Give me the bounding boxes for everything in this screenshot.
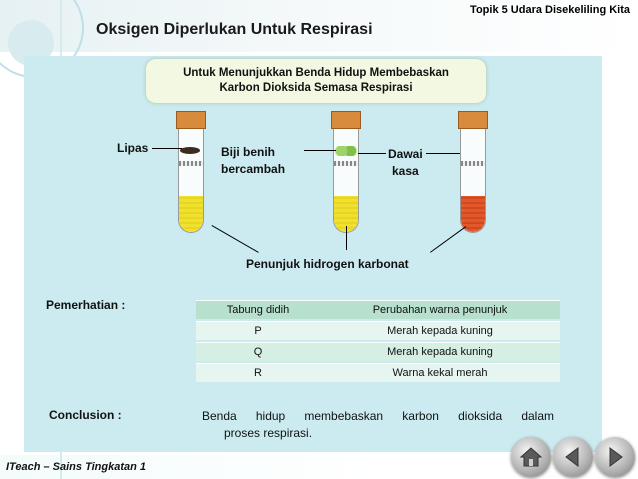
pointer-line-dawai-r [426, 153, 460, 154]
next-button[interactable] [595, 437, 635, 477]
home-icon [519, 447, 543, 467]
table-row: P Merah kepada kuning [196, 321, 560, 340]
cockroach-icon [180, 147, 200, 154]
label-biji-line-1: Biji benih [221, 145, 275, 159]
cork-stopper [176, 111, 206, 129]
table-cell: Merah kepada kuning [320, 321, 560, 340]
topic-label: Topik 5 Udara Disekeliling Kita [470, 4, 630, 16]
cork-stopper [331, 111, 361, 129]
table-cell: P [196, 321, 320, 340]
germinating-seeds-icon [335, 146, 357, 156]
table-cell: Q [196, 342, 320, 361]
table-header: Perubahan warna penunjuk [320, 300, 560, 319]
conclusion-text: Benda hidup membebaskan karbon dioksida … [202, 408, 554, 442]
observation-table: Tabung didih Perubahan warna penunjuk P … [196, 298, 560, 384]
wire-gauze [461, 161, 485, 166]
observation-label: Pemerhatian : [46, 298, 126, 312]
slide-title: Oksigen Diperlukan Untuk Respirasi [96, 21, 373, 38]
subtitle-line-2: Karbon Dioksida Semasa Respirasi [219, 82, 413, 94]
subtitle-line-1: Untuk Menunjukkan Benda Hidup Membebaska… [183, 67, 449, 79]
label-biji-line-2: bercambah [221, 162, 286, 176]
wire-gauze [179, 161, 203, 166]
pointer-line-biji [304, 150, 336, 151]
table-header-row: Tabung didih Perubahan warna penunjuk [196, 300, 560, 319]
conclusion-line-1: Benda hidup membebaskan karbon dioksida … [202, 409, 554, 423]
table-cell: Merah kepada kuning [320, 342, 560, 361]
cork-stopper [458, 111, 488, 129]
home-button[interactable] [511, 437, 551, 477]
table-header: Tabung didih [196, 300, 320, 319]
label-dawai-line-2: kasa [391, 164, 419, 178]
table-cell: R [196, 363, 320, 382]
subtitle-box: Untuk Menunjukkan Benda Hidup Membebaska… [146, 59, 486, 103]
pointer-line-indicator-q [346, 226, 347, 250]
footer-text: ITeach – Sains Tingkatan 1 [6, 461, 146, 473]
label-lipas: Lipas [117, 141, 149, 155]
label-biji-benih: Biji benih bercambah [221, 144, 285, 178]
label-dawai-kasa: Dawai kasa [388, 146, 423, 180]
indicator-liquid [179, 196, 203, 232]
previous-button[interactable] [553, 437, 593, 477]
table-cell: Warna kekal merah [320, 363, 560, 382]
arrow-left-icon [565, 447, 579, 467]
pointer-line-lipas [152, 148, 182, 149]
header-band [0, 0, 638, 52]
tube-glass [333, 125, 359, 233]
tube-glass [460, 125, 486, 233]
indicator-liquid [461, 196, 485, 232]
table-row: Q Merah kepada kuning [196, 342, 560, 361]
conclusion-label: Conclusion : [49, 408, 122, 422]
content-panel [24, 56, 602, 452]
label-dawai-line-1: Dawai [388, 147, 423, 161]
tube-glass [178, 125, 204, 233]
pointer-line-dawai [358, 153, 386, 154]
label-indicator: Penunjuk hidrogen karbonat [246, 257, 409, 271]
table-row: R Warna kekal merah [196, 363, 560, 382]
conclusion-line-2: proses respirasi. [224, 426, 313, 440]
arrow-right-icon [609, 447, 623, 467]
wire-gauze [334, 161, 358, 166]
